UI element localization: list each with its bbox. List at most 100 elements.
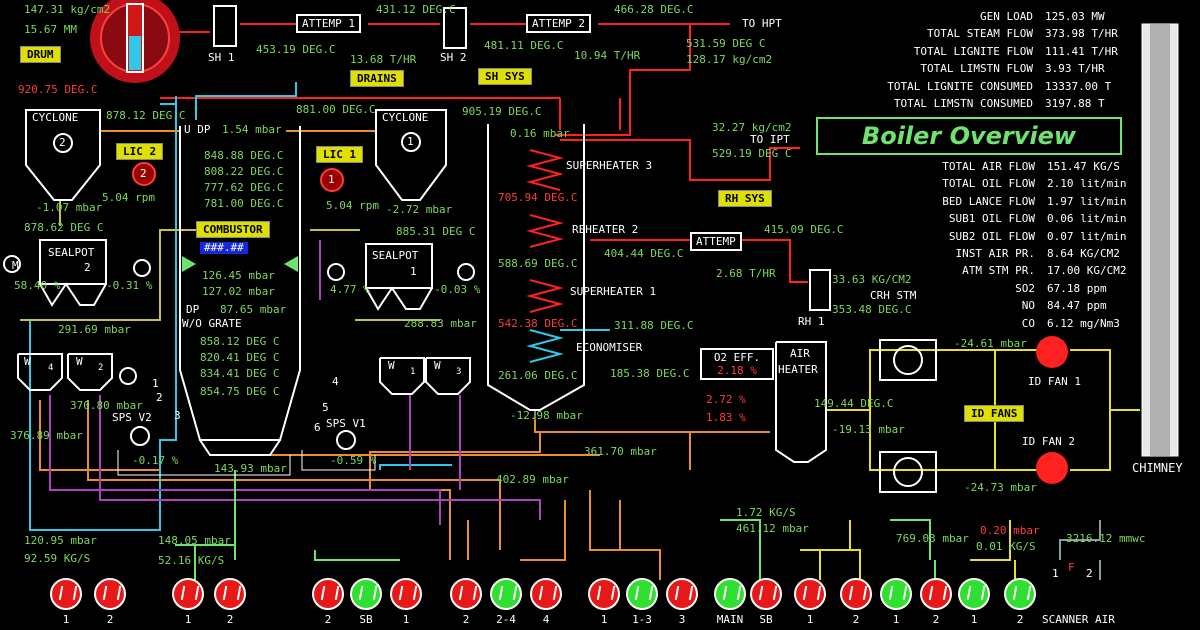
fan-11[interactable] <box>626 578 658 610</box>
lic1-valve-num: 1 <box>328 173 335 186</box>
bottom-value-d: 52.16 KG/S <box>158 554 225 567</box>
id-fan-units[interactable] <box>879 336 1068 493</box>
economiser-label: ECONOMISER <box>576 341 643 354</box>
oil-lines <box>175 470 936 580</box>
lic-valves[interactable] <box>132 162 344 192</box>
combustor-button[interactable]: COMBUSTOR <box>196 221 270 238</box>
feeder-1-w: W <box>388 359 395 372</box>
lic1-button[interactable]: LIC 1 <box>316 146 364 163</box>
fan-16[interactable] <box>840 578 872 610</box>
fan-3[interactable] <box>214 578 246 610</box>
bottom-value-j: 3216.12 mmwc <box>1066 532 1146 545</box>
cyclone-2-shape[interactable] <box>25 109 101 201</box>
wo-grate-label: W/O GRATE <box>182 317 242 330</box>
sealpot-2-shape[interactable] <box>39 239 107 307</box>
o2-eff-box[interactable]: O2 EFF. 2.18 % <box>700 348 774 380</box>
backpass-temp-3b: 311.88 DEG.C <box>614 319 694 332</box>
stat2-label: INST AIR PR. <box>955 246 1035 260</box>
port-5: 5 <box>322 401 329 414</box>
udp-value: 1.54 mbar <box>222 123 282 136</box>
feeder-3-w: W <box>434 359 441 372</box>
fan-19[interactable] <box>958 578 990 610</box>
fan-9[interactable] <box>530 578 562 610</box>
combustor-vessel[interactable] <box>179 126 301 456</box>
sps-v1-value: -0.59 % <box>330 454 377 467</box>
hpt-temp: 531.59 DEG C <box>686 37 766 50</box>
drum-vessel[interactable] <box>90 0 180 83</box>
motor-symbols[interactable] <box>3 255 475 450</box>
fan-17[interactable] <box>880 578 912 610</box>
drum-temp: 920.75 DEG.C <box>18 83 98 96</box>
fan-1[interactable] <box>94 578 126 610</box>
stat-value: 125.03 MW <box>1045 10 1105 23</box>
fan-2[interactable] <box>172 578 204 610</box>
drains-button[interactable]: DRAINS <box>350 70 404 87</box>
sh-sys-button[interactable]: SH SYS <box>478 68 532 85</box>
air-heater-shape[interactable] <box>775 341 827 463</box>
ipt-pressure: 32.27 kg/cm2 <box>712 121 792 134</box>
o2-value-3: 1.83 % <box>706 411 746 424</box>
fan-14[interactable] <box>750 578 782 610</box>
ipt-label: TO IPT <box>750 133 790 146</box>
rh-sys-button[interactable]: RH SYS <box>718 190 772 207</box>
stat2-label: BED LANCE FLOW <box>942 194 1035 208</box>
fan-7[interactable] <box>450 578 482 610</box>
stat-label: GEN LOAD <box>980 10 1033 23</box>
stat2-label: TOTAL OIL FLOW <box>942 177 1035 191</box>
stat-value: 3197.88 T <box>1045 96 1105 110</box>
rh-attemp-box[interactable]: ATTEMP <box>690 232 742 251</box>
backpass-temp-4: 261.06 DEG.C <box>498 369 578 382</box>
bed-temp-1: 858.12 DEG C <box>200 335 280 348</box>
attemp1-box[interactable]: ATTEMP 1 <box>296 14 361 33</box>
stat-value: 373.98 T/HR <box>1045 27 1118 41</box>
page-title: Boiler Overview <box>816 117 1122 155</box>
fan-15[interactable] <box>794 578 826 610</box>
sealpot-1-shape[interactable] <box>365 243 433 311</box>
fan-20[interactable] <box>1004 578 1036 610</box>
port-2: 2 <box>156 391 163 404</box>
bottom-value-h: 0.20 mbar <box>980 524 1040 537</box>
drum-button[interactable]: DRUM <box>20 46 61 63</box>
fan-5[interactable] <box>350 578 382 610</box>
cyclone-1-pressure: -2.72 mbar <box>386 203 453 216</box>
stat2-value: 151.47 KG/S <box>1047 160 1120 173</box>
combustor-temp-1: 848.88 DEG.C <box>204 149 284 162</box>
fan-blade-icon <box>634 586 654 600</box>
backpass-top: 0.16 mbar <box>510 127 570 140</box>
fan-0[interactable] <box>50 578 82 610</box>
port-1: 1 <box>152 377 159 390</box>
fan-10[interactable] <box>588 578 620 610</box>
dp-label: DP <box>186 303 200 316</box>
cyclone-1-shape[interactable] <box>375 109 447 201</box>
backpass-vessel[interactable] <box>487 124 585 411</box>
stat-value: 13337.00 T <box>1045 79 1112 93</box>
bottom-value-c: 148.05 mbar <box>158 534 231 547</box>
fan-4[interactable] <box>312 578 344 610</box>
id-fans-button[interactable]: ID FANS <box>964 405 1025 422</box>
attemp2-box[interactable]: ATTEMP 2 <box>526 14 591 33</box>
fan-8[interactable] <box>490 578 522 610</box>
fan-6[interactable] <box>390 578 422 610</box>
cyclone-1-num: 1 <box>407 135 414 148</box>
stat2-value: 6.12 mg/Nm3 <box>1047 316 1120 330</box>
stat2-row: INST AIR PR.8.64 KG/CM2 <box>880 247 1142 264</box>
fan-12[interactable] <box>666 578 698 610</box>
pressure-402: 402.89 mbar <box>496 473 569 486</box>
cyclone-2-label: CYCLONE <box>32 111 79 124</box>
rh-attemp-flow: 2.68 T/HR <box>716 267 776 280</box>
pressure-376: 376.89 mbar <box>10 429 83 442</box>
fan-13[interactable] <box>714 578 746 610</box>
sh2-temp: 481.11 DEG.C <box>484 39 564 52</box>
pressure-370: 370.80 mbar <box>70 399 143 412</box>
stat2-value: 67.18 ppm <box>1047 281 1107 295</box>
fan-blade-icon <box>722 586 742 600</box>
fan-18[interactable] <box>920 578 952 610</box>
lic2-button[interactable]: LIC 2 <box>116 143 164 160</box>
combustor-mid-2: 127.02 mbar <box>202 285 275 298</box>
id-fan-1-pressure: -24.61 mbar <box>954 337 1027 350</box>
